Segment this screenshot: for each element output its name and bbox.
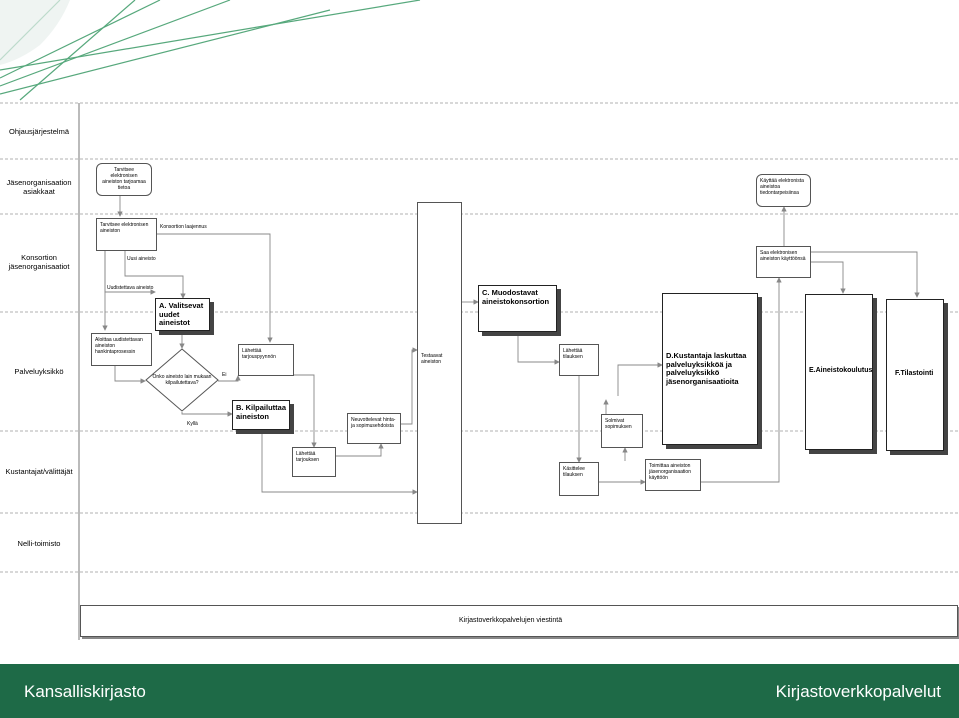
decision-text: Onko aineisto lain mukaan kilpailutettav… xyxy=(152,374,212,386)
edge-label-laajennus: Konsortion laajennus xyxy=(160,224,207,230)
node-lahettaa-tilauksen: Lähettää tilauksen xyxy=(559,344,599,376)
decision-diamond-shape xyxy=(145,348,219,412)
node-toimittaa-aineiston: Toimittaa aineiston jäsenorganisaation k… xyxy=(645,459,701,491)
node-testaavat: Testaavat aineiston xyxy=(417,202,462,524)
node-lahettaa-tarjouksen: Lähettää tarjouksen xyxy=(292,447,336,477)
edge-label-uusi: Uusi aineisto xyxy=(127,256,156,262)
node-tarvitsee-aineiston: Tarvitsee elektronisen aineiston xyxy=(96,218,157,251)
footer-bar: Kansalliskirjasto Kirjastoverkkopalvelut xyxy=(0,664,959,718)
lane-label-ohjausjarjestelma: Ohjausjärjestelmä xyxy=(8,127,70,136)
decorative-blob xyxy=(0,0,70,65)
node-saa-elektronisen: Saa elektronisen aineiston käyttöönsä xyxy=(756,246,811,278)
node-tarvitsee-tietoa: Tarvitsee elektronisen aineiston tarjoam… xyxy=(96,163,152,196)
node-f-tilastointi: F.Tilastointi xyxy=(886,299,944,451)
lane-label-palveluyksikko: Palveluyksikkö xyxy=(14,367,64,376)
edge-label-kylla: Kyllä xyxy=(187,421,198,427)
footer-left-text: Kansalliskirjasto xyxy=(24,682,146,701)
node-aloittaa-hankintaprosessin: Aloittaa uudistettavan aineiston hankint… xyxy=(91,333,152,366)
connectors xyxy=(102,196,920,495)
lane-label-jasenorganisaation-asiakkaat: Jäsenorganisaation asiakkaat xyxy=(6,178,72,196)
lane-label-kustantajat: Kustantajat/välittäjät xyxy=(5,467,73,476)
lane-label-konsortion-jasenorganisaatiot: Konsortion jäsenorganisaatiot xyxy=(8,253,70,271)
node-e-aineistokoulutus: E.Aineistokoulutus xyxy=(805,294,873,450)
node-solmivat-sopimuksen: Solmivat sopimuksen xyxy=(601,414,643,448)
node-d-kustantaja-laskuttaa: D.Kustantaja laskuttaa palveluyksikköä j… xyxy=(662,293,758,445)
decorative-header-lines xyxy=(0,0,421,101)
node-neuvottelevat: Neuvottelevat hinta- ja sopimusehdoista xyxy=(347,413,401,444)
node-a-valitsevat: A. Valitsevat uudet aineistot xyxy=(155,298,210,331)
edge-label-ei: Ei xyxy=(222,372,227,378)
node-viestinta: Kirjastoverkkopalvelujen viestintä xyxy=(80,605,958,637)
node-lahettaa-tarjouspyynnon: Lähettää tarjouspyynnön xyxy=(238,344,294,376)
edge-label-uudistettava: Uudistettava aineisto xyxy=(107,285,154,291)
node-kasittelee-tilauksen: Käsittelee tilauksen xyxy=(559,462,599,496)
lane-label-nelli-toimisto: Nelli-toimisto xyxy=(17,539,61,548)
node-b-kilpailuttaa: B. Kilpailuttaa aineiston xyxy=(232,400,290,430)
node-c-muodostavat: C. Muodostavat aineistokonsortion xyxy=(478,285,557,332)
footer-right-text: Kirjastoverkkopalvelut xyxy=(775,682,941,701)
decision-kilpailutettava: Onko aineisto lain mukaan kilpailutettav… xyxy=(145,348,219,412)
node-kayttaa-elektronista: Käyttää elektronista aineistoa tiedontar… xyxy=(756,174,811,207)
